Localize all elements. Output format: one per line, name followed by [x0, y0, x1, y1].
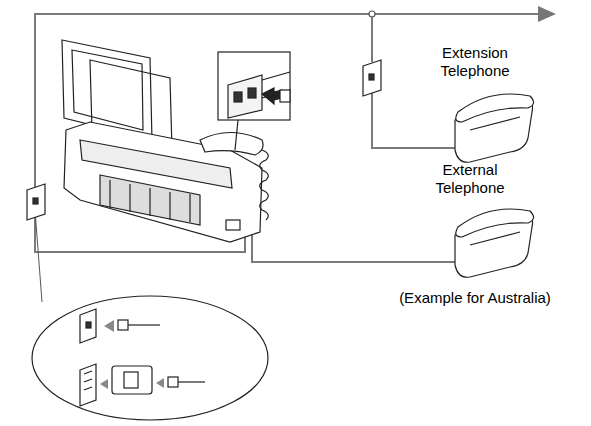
callout-label: Extension Telephone — [425, 44, 525, 80]
external-cord — [252, 232, 455, 262]
jack-socket — [33, 198, 38, 204]
plug-options-callout — [32, 296, 268, 420]
jack-socket — [369, 74, 374, 80]
leader-line — [35, 210, 42, 302]
jack-detail-inset — [218, 52, 290, 120]
extension-cord — [372, 92, 455, 148]
plug-adapter — [112, 366, 152, 394]
callout-label: (Example for Australia) — [370, 289, 580, 307]
wall-socket — [80, 364, 96, 406]
branch-line — [371, 14, 373, 62]
callout-label: External Telephone — [420, 161, 520, 197]
wall-jack — [80, 309, 96, 343]
line-arrow-head — [538, 6, 556, 22]
wall-jack — [27, 184, 45, 220]
wall-jack — [363, 60, 381, 96]
extension-telephone — [455, 94, 534, 162]
junction-dot — [369, 11, 375, 17]
external-telephone — [455, 209, 534, 277]
